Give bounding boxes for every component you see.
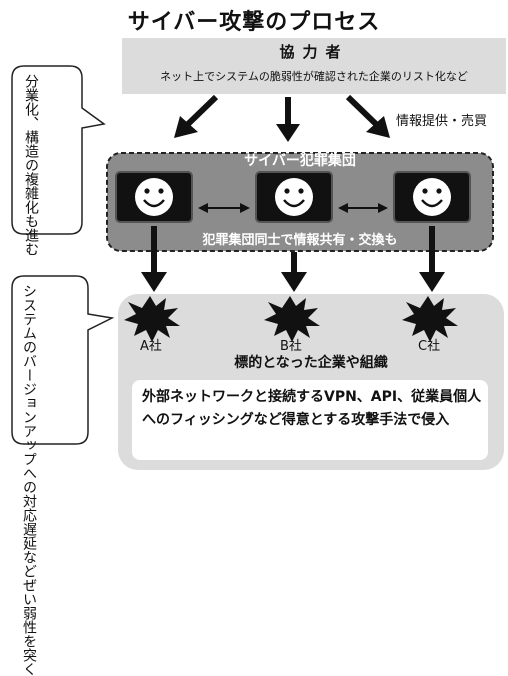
diagram-graphics — [11, 65, 504, 470]
criminal-b — [255, 171, 333, 223]
side-note-bottom: システムのバージョンアップへの対応遅延などぜい弱性を突く — [21, 284, 37, 676]
note-bubble-bottom — [11, 275, 115, 445]
criminal-a — [115, 171, 193, 223]
exchange-arrow-right — [338, 203, 388, 213]
burst-c — [402, 296, 458, 342]
attack-method-text: 外部ネットワークと接続するVPN、API、従業員個人へのフィッシングなど得意とす… — [142, 389, 482, 428]
company-label-a: A社 — [140, 339, 162, 354]
crime-group-subtitle: 犯罪集団同士で情報共有・交換も — [202, 233, 398, 248]
arrow-coop-right — [345, 94, 390, 138]
target-title: 標的となった企業や組織 — [234, 355, 388, 371]
company-label-b: B社 — [280, 339, 302, 354]
note-bubble-top — [11, 65, 106, 235]
attack-arrow-c — [419, 226, 445, 292]
method-box — [132, 380, 488, 460]
criminal-c — [393, 171, 471, 223]
company-label-c: C社 — [418, 339, 441, 354]
cooperator-description: ネット上でシステムの脆弱性が確認された企業のリスト化など — [160, 70, 468, 83]
arrow-coop-center — [276, 97, 300, 142]
exchange-arrow-left — [198, 203, 250, 213]
arrow-coop-left — [174, 94, 219, 138]
crime-group-title: サイバー犯罪集団 — [244, 153, 356, 169]
cooperator-title: 協力者 — [279, 43, 349, 61]
burst-a — [124, 296, 180, 342]
attack-arrow-b — [281, 252, 307, 292]
burst-b — [264, 296, 320, 342]
cooperator-box — [122, 38, 506, 94]
info-provision-label: 情報提供・売買 — [396, 114, 488, 129]
side-note-top: 分業化、構造の複雑化も進む — [23, 74, 39, 256]
diagram-title: サイバー攻撃のプロセス — [127, 10, 381, 35]
attack-arrow-a — [141, 226, 167, 292]
